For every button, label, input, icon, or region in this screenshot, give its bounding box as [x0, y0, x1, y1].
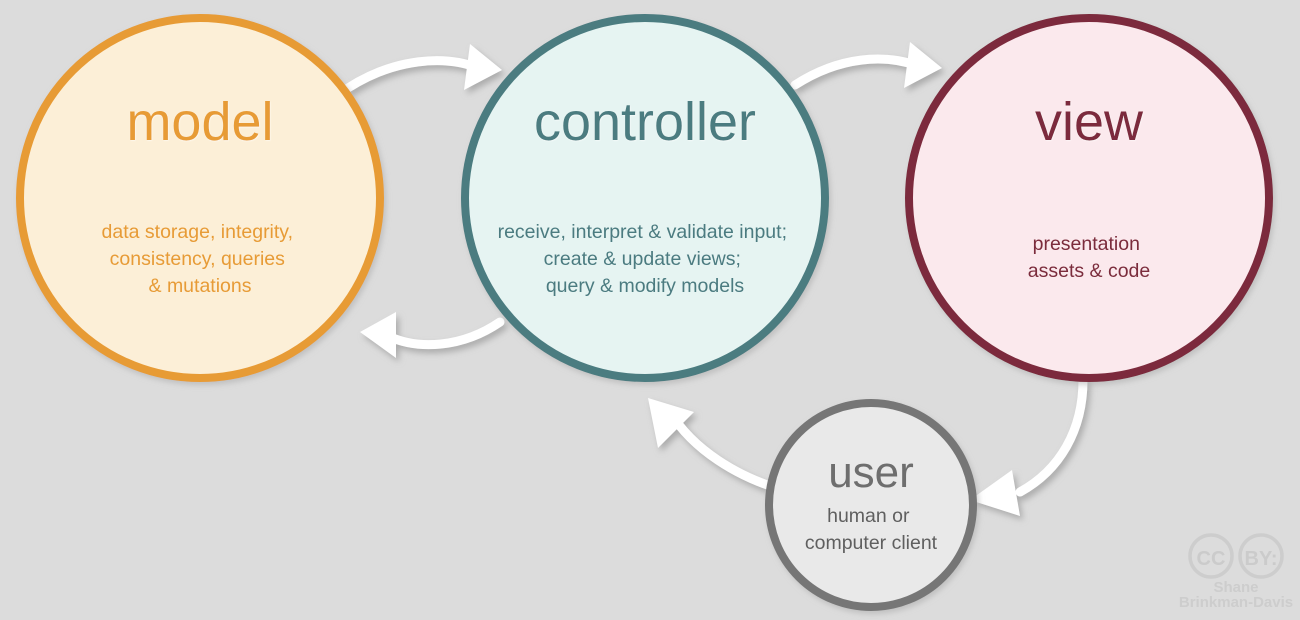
cc-label: CC — [1197, 548, 1226, 570]
node-view[interactable]: view presentation assets & code — [905, 14, 1273, 382]
model-description: data storage, integrity, consistency, qu… — [102, 221, 299, 297]
user-title: user — [828, 448, 914, 497]
node-user[interactable]: user human or computer client — [765, 399, 977, 611]
controller-circle[interactable] — [461, 14, 829, 382]
arrow-controller-to-model — [360, 312, 505, 358]
model-circle[interactable] — [16, 14, 384, 382]
user-description: human or computer client — [805, 505, 938, 554]
by-icon[interactable]: BY: — [1238, 533, 1284, 579]
view-desc-line-1: presentation — [1033, 233, 1140, 255]
user-desc-line-1: human or — [827, 505, 910, 527]
arrow-group — [343, 42, 1088, 516]
controller-title: controller — [534, 92, 756, 152]
user-desc-line-2: computer client — [805, 532, 938, 554]
model-title: model — [126, 92, 273, 152]
node-controller[interactable]: controller receive, interpret & validate… — [461, 14, 829, 382]
credit-line-1: Shane — [1213, 579, 1258, 596]
controller-description: receive, interpret & validate input; cre… — [498, 221, 793, 297]
controller-desc-line-2: create & update views; — [544, 248, 741, 270]
creative-commons-icon[interactable]: CC — [1188, 533, 1234, 579]
controller-desc-line-3: query & modify models — [546, 275, 745, 297]
model-desc-line-2: consistency, queries — [110, 248, 285, 270]
controller-desc-line-1: receive, interpret & validate input; — [498, 221, 787, 243]
view-title: view — [1035, 92, 1144, 152]
arrow-controller-to-view — [790, 42, 942, 90]
attribution-badge[interactable]: CC BY: Shane Brinkman-Davis — [1179, 533, 1293, 611]
view-circle[interactable] — [905, 14, 1273, 382]
credit-line-2: Brinkman-Davis — [1179, 594, 1293, 611]
model-desc-line-1: data storage, integrity, — [102, 221, 294, 243]
by-label: BY: — [1245, 548, 1278, 570]
view-desc-line-2: assets & code — [1028, 260, 1150, 282]
arrow-view-to-user — [970, 375, 1088, 516]
user-circle[interactable] — [765, 399, 977, 611]
view-description: presentation assets & code — [1028, 233, 1150, 282]
arrow-model-to-controller — [343, 44, 502, 93]
model-desc-line-3: & mutations — [149, 275, 252, 297]
node-model[interactable]: model data storage, integrity, consisten… — [16, 14, 384, 382]
